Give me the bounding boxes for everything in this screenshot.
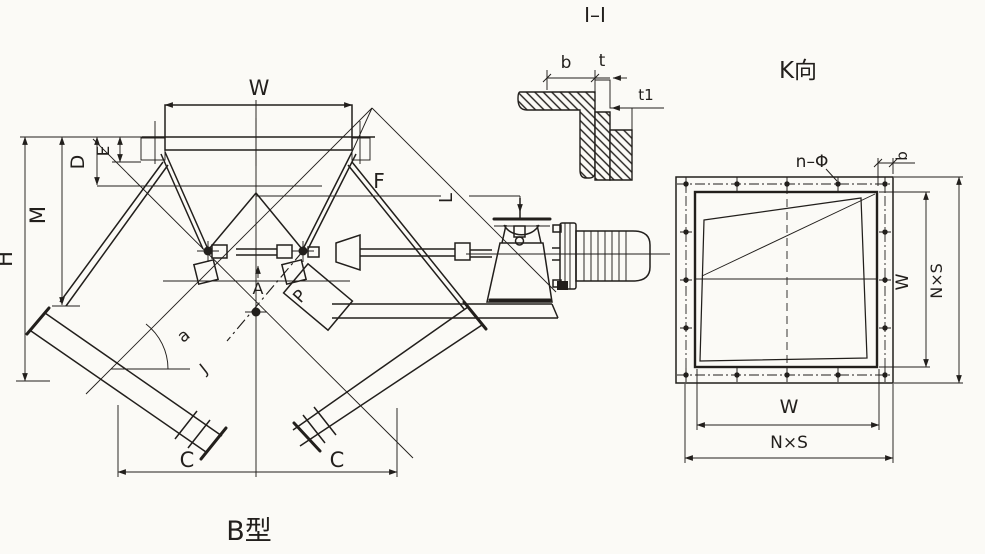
- section-title: I–I: [584, 3, 606, 27]
- kview-outer-frame: [675, 176, 894, 384]
- caption-b-type: B型: [226, 516, 272, 547]
- left-lever-bracket: [192, 258, 220, 286]
- actuator-assembly: [332, 198, 670, 319]
- dim-label-c-right: C: [330, 448, 345, 472]
- hopper-walls: [160, 151, 357, 282]
- dim-label-w-kview-side: W: [893, 273, 913, 290]
- dim-label-nxs-bottom: N×S: [770, 433, 808, 453]
- left-pivot-shaft: [203, 246, 213, 256]
- right-lever-bracket: [280, 258, 308, 286]
- lower-pivot-shaft: [251, 307, 261, 317]
- kview-bolt-lines: [677, 177, 892, 382]
- dim-label-j: J: [195, 360, 211, 378]
- counterweight-plate: [282, 262, 354, 332]
- main-dimensions: [16, 102, 523, 477]
- dim-label-t: t: [599, 51, 606, 71]
- kview-title: K向: [779, 58, 817, 84]
- drive-rod: [360, 248, 455, 257]
- kview-dimensions: [684, 158, 963, 463]
- bearing-cup: [503, 224, 540, 236]
- motor-flange-disc: [559, 222, 577, 290]
- inlet-flange: [140, 104, 375, 166]
- dim-label-angle-a: a: [174, 325, 195, 347]
- section-seat-foot: [609, 129, 633, 181]
- dim-label-f: F: [373, 169, 385, 193]
- section-dimensions: [542, 70, 664, 111]
- dim-label-p: P: [289, 286, 311, 307]
- electric-motor: [575, 230, 651, 282]
- section-frame-flange: [517, 91, 596, 179]
- dim-label-d: D: [67, 155, 89, 170]
- kview-blade: [696, 186, 876, 372]
- dim-label-w-kview-bottom: W: [780, 396, 799, 418]
- pedestal: [486, 242, 553, 303]
- dim-label-e: E: [94, 146, 114, 157]
- dim-label-n-phi: n–Φ: [796, 152, 829, 172]
- left-discharge-chute: [25, 306, 228, 461]
- section-seat-strip: [594, 111, 611, 181]
- right-discharge-chute: [292, 300, 488, 453]
- section-view-ii: I–I b t t1: [517, 3, 664, 181]
- dim-label-b: b: [561, 53, 572, 73]
- dim-label-t1: t1: [638, 86, 653, 104]
- k-direction-view: K向: [675, 58, 963, 463]
- dim-label-w: W: [249, 76, 270, 100]
- dim-label-m: M: [26, 206, 50, 224]
- dim-label-h: H: [0, 251, 17, 267]
- dim-label-c-left: C: [180, 448, 195, 472]
- body-diagonals: [52, 107, 557, 459]
- dim-label-a-flap: A: [253, 279, 264, 298]
- flap-linkage: [192, 233, 492, 342]
- base-plate: [332, 303, 559, 319]
- base-bolt: [557, 281, 568, 290]
- dim-label-l: L: [436, 193, 457, 203]
- kview-bolt-holes: [683, 181, 888, 378]
- dim-label-nxs-side: N×S: [927, 263, 946, 299]
- lever-axis: [226, 250, 304, 342]
- angle-arc-a: [145, 323, 169, 370]
- kview-flange-square: [693, 190, 879, 369]
- main-view: W E D M H F L A P a J C C B型: [0, 76, 670, 547]
- drive-rod-bell: [335, 233, 361, 272]
- dim-label-b-kview: b: [893, 151, 911, 161]
